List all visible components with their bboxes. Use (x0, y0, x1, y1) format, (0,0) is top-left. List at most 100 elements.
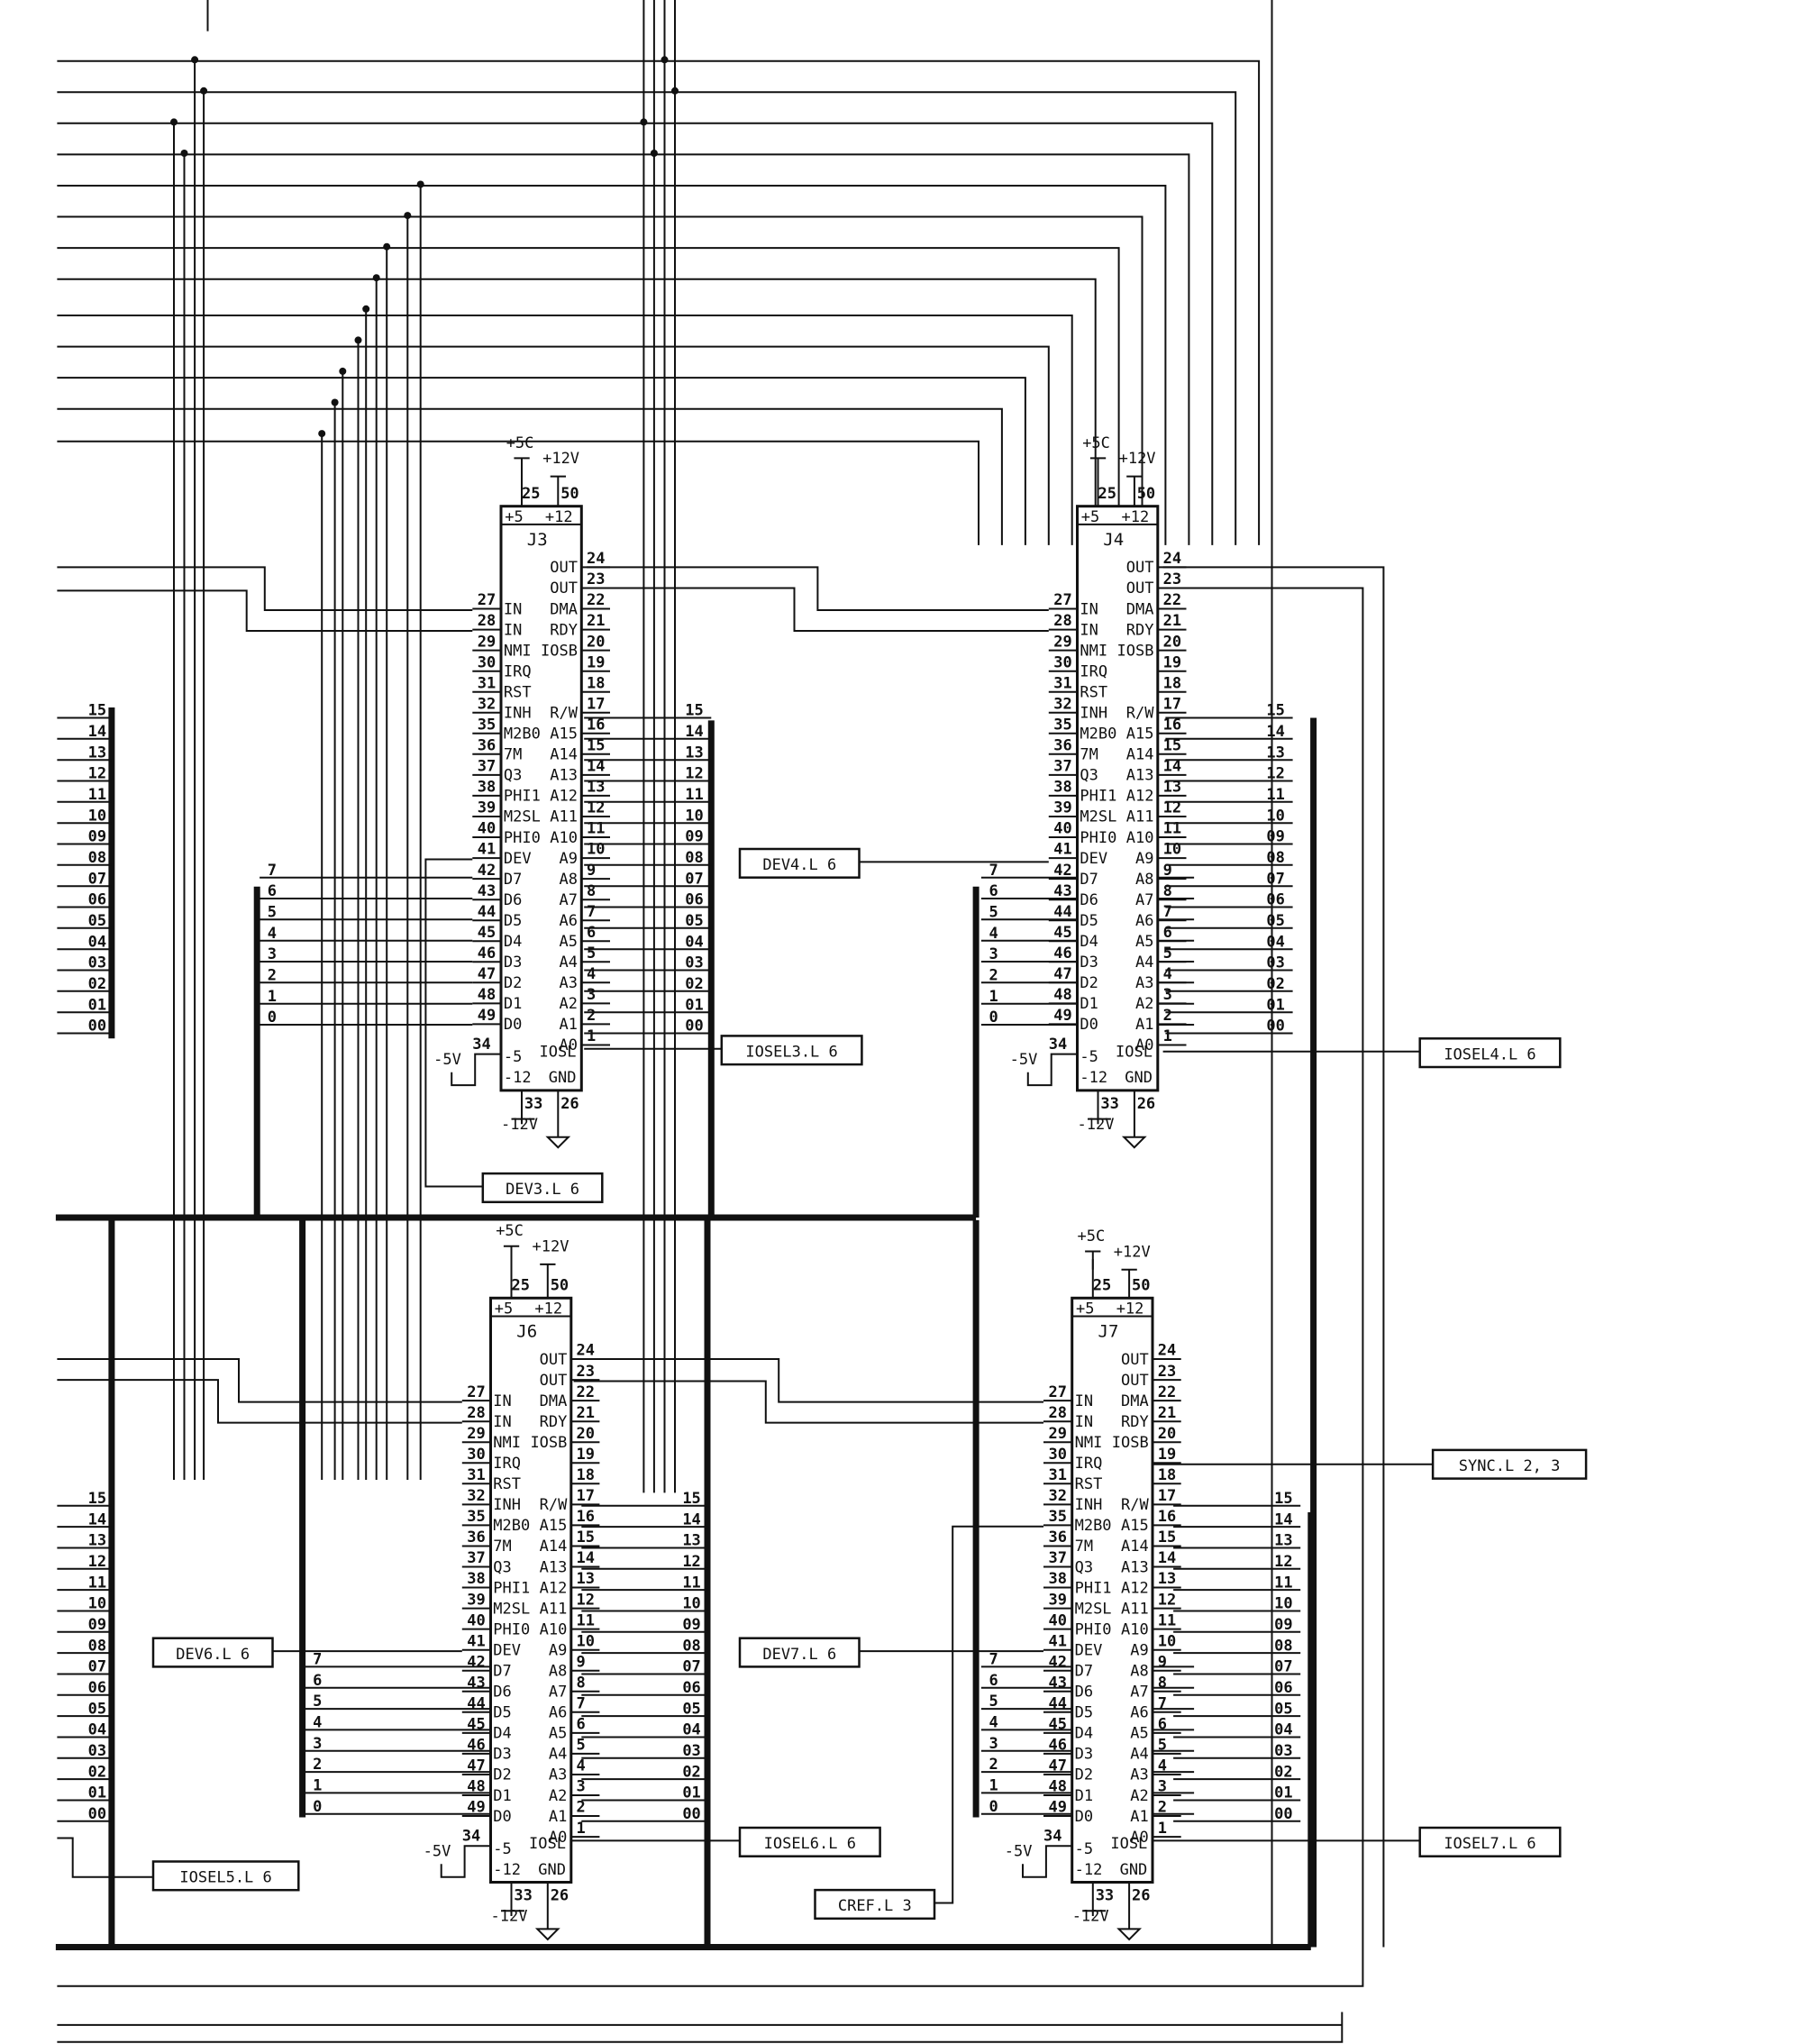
pin-number: 28 (1053, 612, 1071, 630)
address-bit-label: 08 (88, 1637, 106, 1655)
pin-number: 31 (478, 674, 496, 692)
pin-name: D7 (493, 1663, 511, 1681)
pin-name: A0 (1135, 1036, 1153, 1054)
pin-number: 23 (577, 1363, 595, 1381)
address-bit-label: 04 (1266, 933, 1284, 951)
pin-name: DMA (550, 600, 578, 618)
pin-number: 27 (1053, 591, 1071, 609)
address-bit-label: 11 (88, 1574, 106, 1592)
gnd-pin-name: GND (1125, 1069, 1153, 1087)
pin-name: D2 (1080, 974, 1098, 992)
pin-number: 14 (1163, 758, 1181, 776)
pin-name: D5 (1080, 912, 1098, 930)
pin-number: 43 (467, 1674, 485, 1693)
plus5-label: +5C (1078, 1227, 1106, 1246)
pin-name: OUT (540, 1372, 568, 1390)
junction-dot (650, 150, 658, 157)
pin-number: 22 (577, 1383, 595, 1401)
plus5-label: +5C (1082, 434, 1110, 452)
pin-number: 27 (467, 1383, 485, 1401)
pin-number: 37 (478, 758, 496, 776)
address-bit-label: 11 (1266, 786, 1284, 804)
pin-name: Q3 (493, 1558, 511, 1576)
address-bit-label: 14 (1266, 723, 1284, 741)
address-bit-label: 11 (685, 786, 703, 804)
pin-name: INH (1075, 1496, 1103, 1514)
pin-name: A2 (1135, 995, 1153, 1013)
address-bit-label: 01 (1274, 1784, 1292, 1802)
pin-number: 45 (1053, 924, 1071, 942)
pin-number: 13 (1158, 1570, 1176, 1588)
iosel5-wire (57, 1837, 153, 1878)
address-bit-label: 09 (88, 828, 106, 846)
pin-number: 40 (1049, 1611, 1067, 1629)
pin-name: DMA (540, 1392, 568, 1410)
pin-number: 41 (1049, 1632, 1067, 1650)
pin-name: PHI0 (493, 1620, 530, 1638)
pin-name: D6 (504, 891, 522, 909)
pin-number: 3 (1163, 986, 1172, 1004)
pin-name: A1 (549, 1808, 567, 1826)
pin-name: Q3 (504, 767, 522, 785)
pin-50-num: 50 (560, 485, 579, 503)
data-bit-label: 1 (268, 988, 277, 1006)
minus5-lead (451, 1053, 501, 1087)
pin-name: NMI (1075, 1434, 1103, 1452)
pin-name: A14 (550, 746, 578, 764)
pin-name: D6 (1080, 891, 1098, 909)
address-bit-label: 10 (88, 807, 106, 825)
connector-ref: J6 (516, 1322, 537, 1342)
iosel5-label: IOSEL5.L 6 (179, 1869, 271, 1887)
plus5-pin-name: +5 (1081, 508, 1099, 526)
pin-name: D3 (1075, 1746, 1093, 1764)
pin-name: M2B0 (1075, 1517, 1112, 1535)
address-bit-label: 00 (88, 1805, 106, 1823)
pin-name: A11 (1121, 1600, 1149, 1618)
bundle-wire (57, 315, 1073, 545)
address-bit-label: 13 (88, 744, 106, 762)
pin-name: D1 (1080, 995, 1098, 1013)
address-bit-label: 05 (1266, 912, 1284, 930)
pin-number: 13 (577, 1570, 595, 1588)
pin-name: D0 (504, 1016, 522, 1034)
pin-number: 21 (1158, 1404, 1176, 1422)
pin-number: 1 (1158, 1820, 1167, 1838)
pin-number: 37 (1053, 758, 1071, 776)
address-bit-label: 08 (685, 849, 703, 867)
pin-number: 36 (1049, 1528, 1067, 1547)
pin-number: 44 (1053, 903, 1071, 921)
pin-name: A15 (1126, 725, 1154, 744)
pin-number: 7 (1163, 903, 1172, 921)
pin-name: PHI1 (1075, 1579, 1112, 1597)
pin-number: 19 (1163, 653, 1181, 671)
pin-number: 18 (587, 674, 605, 692)
data-address-buses: 1514131211100908070605040302010015141312… (55, 702, 1317, 1950)
gnd-pin-name: GND (538, 1861, 566, 1879)
junction-dot (339, 367, 347, 375)
data-bit-label: 4 (989, 925, 998, 943)
pin-number: 19 (587, 653, 605, 671)
pin-name: A12 (550, 788, 578, 806)
pin-number: 30 (1053, 653, 1071, 671)
dev4-label: DEV4.L 6 (762, 856, 836, 874)
pin-name: D7 (504, 871, 522, 889)
address-bit-label: 01 (1266, 996, 1284, 1014)
pin-number: 14 (577, 1549, 595, 1567)
address-bit-label: 10 (1274, 1595, 1292, 1613)
bundle-wire (57, 407, 1003, 545)
minus12-pin-name: -12 (493, 1861, 521, 1879)
data-bit-label: 6 (989, 882, 998, 900)
pin-number: 15 (1163, 737, 1181, 755)
address-bit-label: 13 (88, 1532, 106, 1550)
data-bit-label: 7 (313, 1651, 322, 1669)
address-bit-label: 12 (682, 1553, 700, 1571)
address-bit-label: 04 (685, 933, 703, 951)
address-bit-label: 11 (1274, 1574, 1292, 1592)
minus12-label: -12V (491, 1908, 528, 1926)
pin-name: A0 (1130, 1829, 1148, 1847)
pin-number: 21 (577, 1404, 595, 1422)
address-bit-label: 10 (88, 1595, 106, 1613)
bundle-wire (57, 59, 1261, 545)
data-bit-label: 0 (268, 1008, 277, 1027)
